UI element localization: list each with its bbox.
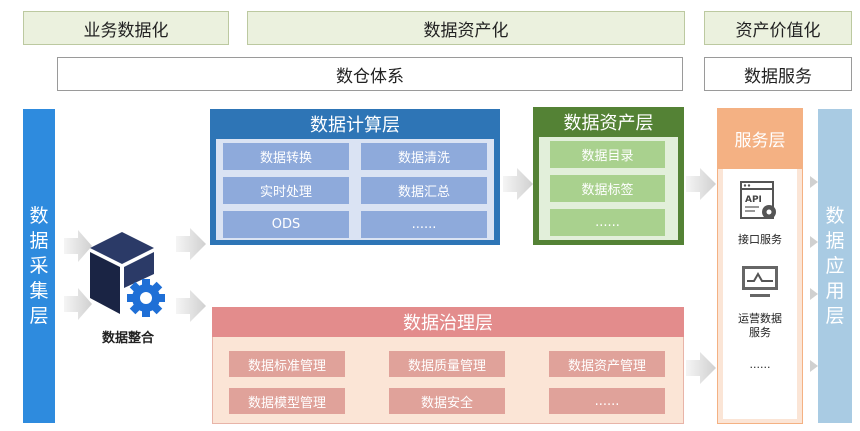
governance-cell: 数据标准管理: [229, 351, 345, 377]
api-icon-text: API: [745, 195, 762, 205]
arrow-collect-lower: [64, 288, 92, 320]
ops-service-line: 运营数据: [738, 312, 782, 325]
arrow-compute-to-assets: [503, 168, 533, 200]
governance-cell: 数据资产管理: [549, 351, 665, 377]
header-business-label: 业务数据化: [83, 20, 169, 41]
arrow-service-to-apply-4: [810, 360, 818, 372]
collect-char: 数: [29, 204, 49, 227]
compute-cell: 数据清洗: [361, 143, 487, 170]
apply-layer-bar: 数 据 应 用 层: [818, 109, 852, 423]
arrow-collect-upper: [64, 230, 92, 262]
governance-cell: 数据模型管理: [229, 388, 345, 414]
warehouse-box: 数仓体系: [57, 57, 683, 91]
header-value-label: 资产价值化: [735, 20, 821, 41]
compute-cell: ......: [361, 211, 487, 238]
collect-layer-bar: 数 据 采 集 层: [23, 109, 55, 423]
governance-cell: 数据质量管理: [389, 351, 505, 377]
api-icon: API: [740, 181, 776, 219]
integrate-label: 数据整合: [101, 331, 154, 346]
header-value: 资产价值化: [704, 11, 852, 45]
compute-layer-title: 数据计算层: [310, 115, 400, 136]
governance-cell: 数据安全: [389, 388, 505, 414]
governance-cell: ......: [549, 388, 665, 414]
collect-char: 集: [29, 279, 49, 302]
arrow-service-to-apply-1: [810, 176, 818, 188]
data-service-label: 数据服务: [744, 66, 812, 87]
arrow-assets-to-service: [686, 168, 716, 200]
apply-char: 据: [825, 229, 845, 252]
service-more: ......: [749, 358, 771, 371]
apply-char: 用: [825, 279, 845, 302]
arrow-governance-to-service: [686, 352, 716, 384]
governance-layer-title: 数据治理层: [212, 307, 684, 337]
assets-layer-title: 数据资产层: [563, 113, 654, 134]
arrow-service-to-apply-3: [810, 288, 818, 300]
collect-char: 采: [29, 254, 49, 277]
arrow-to-compute: [176, 228, 206, 260]
data-service-box: 数据服务: [704, 57, 852, 91]
warehouse-label: 数仓体系: [336, 66, 404, 87]
apply-char: 应: [825, 254, 845, 277]
compute-cell: ODS: [223, 211, 349, 238]
arrow-to-governance: [176, 290, 206, 322]
header-asset-label: 数据资产化: [423, 20, 509, 41]
ops-service-label: 运营数据 服务: [723, 312, 797, 340]
monitor-icon: [742, 266, 778, 297]
compute-cell: 数据汇总: [361, 177, 487, 204]
compute-cell: 数据转换: [223, 143, 349, 170]
interface-service-label: 接口服务: [738, 233, 782, 246]
collect-char: 据: [29, 229, 49, 252]
arrow-service-to-apply-2: [810, 236, 818, 248]
assets-cell: 数据标签: [550, 175, 665, 202]
header-asset: 数据资产化: [247, 11, 685, 45]
assets-cell: 数据目录: [550, 141, 665, 168]
assets-cell: ......: [550, 209, 665, 236]
cube-gear-icon: [90, 232, 165, 317]
service-layer-title: 服务层: [717, 108, 803, 169]
collect-char: 层: [29, 304, 49, 327]
header-business: 业务数据化: [23, 11, 229, 45]
apply-char: 层: [825, 304, 845, 327]
compute-cell: 实时处理: [223, 177, 349, 204]
apply-char: 数: [825, 204, 845, 227]
ops-service-line: 服务: [749, 326, 771, 339]
